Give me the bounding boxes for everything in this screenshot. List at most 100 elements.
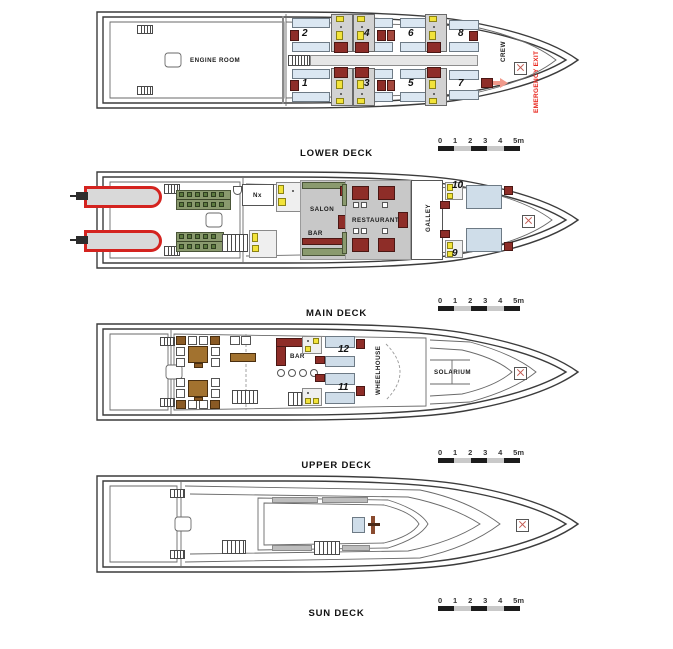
- cabin-10-wardrobe: [504, 186, 513, 195]
- cabin-11-wardrobe: [356, 386, 365, 396]
- cabin-10-bed: [466, 185, 502, 209]
- cabin-9-fixture-2: [447, 251, 453, 257]
- seat: [187, 192, 192, 197]
- cabin-2-sink-icon: [336, 31, 343, 40]
- seat: [195, 202, 200, 207]
- seat: [195, 192, 200, 197]
- cabin-number-2: 2: [302, 28, 308, 39]
- cabin-3-sink-icon: [357, 80, 364, 89]
- scale-track-lower: [438, 146, 521, 151]
- deck-main: Nx SALON BAR: [0, 160, 673, 319]
- stairs-lower-aft-upper: [137, 25, 153, 34]
- restaurant-table-2: [378, 186, 395, 200]
- deck-title-lower: LOWER DECK: [300, 148, 373, 159]
- scale-track-sun: [438, 606, 521, 611]
- lifeboat-port: [84, 186, 162, 208]
- lifeboat-starboard-tiller: [70, 239, 78, 241]
- cabin-8-bed-b: [449, 42, 479, 52]
- lifebuoy-marker-icon-upper: [514, 367, 527, 380]
- cabin-4-unit: [355, 42, 369, 53]
- cabin-12-bed: [325, 336, 355, 348]
- cabin-number-6: 6: [408, 28, 414, 39]
- seating-block-lower-divider: [177, 241, 223, 242]
- scale-track-main: [438, 306, 521, 311]
- cabin-12-wardrobe: [356, 339, 365, 349]
- scale-tick: 1: [453, 448, 458, 457]
- sun-deck-helm-arm: [368, 523, 380, 526]
- cabin-6-toilet-icon: [429, 16, 437, 22]
- scale-bar-main: 0 1 2 3 4 5m: [438, 296, 524, 311]
- scale-tick: 1: [453, 596, 458, 605]
- cabin-6-unit: [427, 42, 441, 53]
- scale-ticks-sun: 0 1 2 3 4 5m: [438, 596, 524, 605]
- restaurant-chair: [382, 228, 388, 234]
- outdoor-chair: [211, 347, 220, 356]
- sun-deck-fixture-top-2: [322, 497, 368, 503]
- room-label-engine-room: ENGINE ROOM: [190, 57, 241, 64]
- scale-tick: 0: [438, 448, 443, 457]
- seat: [203, 202, 208, 207]
- outdoor-chair: [188, 336, 197, 345]
- restaurant-side-panel-lower: [342, 232, 347, 254]
- sun-deck-fixture-bottom-2: [342, 545, 370, 551]
- cabin-number-7: 7: [458, 78, 464, 89]
- cabin-10-nightstand: [440, 201, 450, 209]
- outdoor-corner-block-3: [176, 400, 186, 409]
- outdoor-chair: [199, 336, 208, 345]
- cabin-8-wardrobe: [469, 31, 478, 41]
- stairs-sun-mid-left: [222, 540, 246, 554]
- deck-upper-plan: BAR 12 11 WHEELHOU: [0, 312, 673, 432]
- cabin-9-fixture-1: [447, 242, 453, 249]
- cabin-9-wardrobe: [504, 242, 513, 251]
- sun-deck-fixture-bottom-1: [272, 545, 312, 551]
- deck-title-main: MAIN DECK: [305, 308, 368, 319]
- stairs-sun-aft-bottom: [170, 550, 185, 559]
- outdoor-chair: [230, 336, 240, 345]
- seat: [219, 192, 224, 197]
- cabin-4-wardrobe: [377, 30, 386, 41]
- cabin-3-wardrobe-2: [387, 80, 395, 91]
- seat: [203, 244, 208, 249]
- cabin-number-3: 3: [364, 78, 370, 89]
- cabin-6-sink-icon: [429, 31, 436, 40]
- cabin-11-bed-2: [325, 392, 355, 404]
- restaurant-table-3: [352, 238, 369, 252]
- scale-tick: 2: [468, 136, 473, 145]
- sun-deck-fixture-top-1: [272, 497, 318, 503]
- hull-outline-sun: [0, 464, 673, 584]
- stairs-upper-mid: [232, 390, 258, 404]
- cabin-7-bed-b: [449, 90, 479, 100]
- cabin-2-toilet-icon: [336, 16, 344, 22]
- scale-bar-upper: 0 1 2 3 4 5m: [438, 448, 524, 463]
- restaurant-chair: [382, 202, 388, 208]
- wc-room: [242, 184, 274, 206]
- scale-tick: 5m: [513, 136, 524, 145]
- room-label-restaurant: RESTAURANT: [352, 217, 400, 224]
- cabin-11-fixture-dot: [307, 392, 309, 394]
- cabin-12-fixture-dot: [307, 340, 309, 342]
- stairs-sun-aft-top: [170, 489, 185, 498]
- deck-title-upper: UPPER DECK: [301, 460, 372, 471]
- scale-tick: 2: [468, 596, 473, 605]
- sun-deck-console: [352, 517, 365, 533]
- stairs-lower-aft-lower: [137, 86, 153, 95]
- emergency-exit-door: [481, 78, 493, 88]
- cabin-4-toilet-icon: [357, 16, 365, 22]
- cabin-4-sink-icon: [357, 31, 364, 40]
- deck-title-sun: SUN DECK: [308, 608, 365, 619]
- scale-tick: 0: [438, 136, 443, 145]
- emergency-exit-label: EMERGENCY EXIT: [533, 50, 540, 113]
- stairs-sun-mid-right: [314, 541, 340, 555]
- hull-rail-mark-lower: [282, 16, 284, 104]
- cabin-3-unit: [355, 67, 369, 78]
- cabin-12-nightstand: [315, 356, 325, 364]
- scale-tick: 2: [468, 448, 473, 457]
- cabin-5-fixture-dot: [433, 93, 435, 95]
- lifeboat-starboard-motor: [76, 236, 88, 244]
- room-label-crew: CREW: [500, 41, 507, 62]
- outdoor-chair: [211, 358, 220, 367]
- seat: [195, 244, 200, 249]
- lifebuoy-marker-icon-main: [522, 215, 535, 228]
- scale-tick: 3: [483, 136, 488, 145]
- outdoor-corner-block-4: [210, 400, 220, 409]
